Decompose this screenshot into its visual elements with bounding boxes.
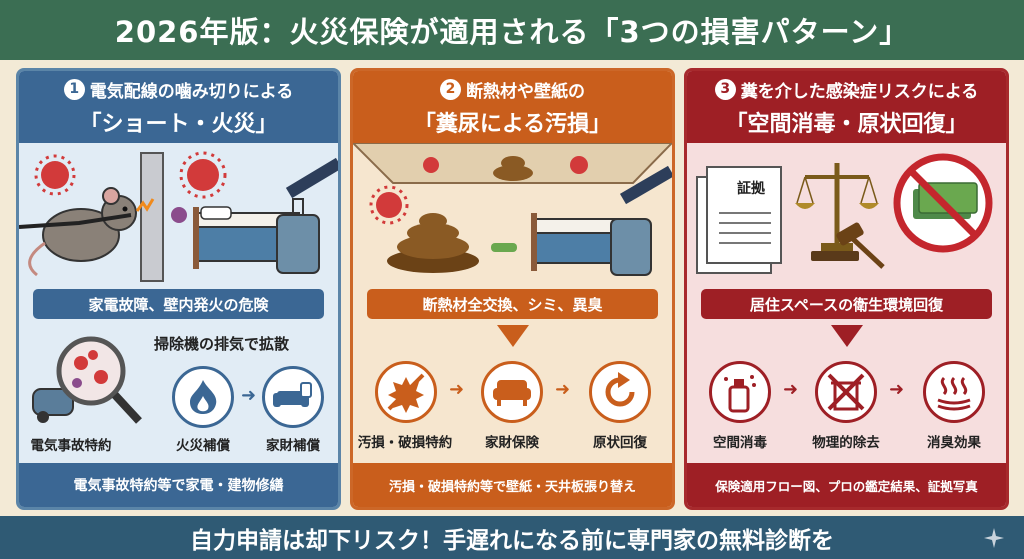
scene-illustration [696, 153, 993, 274]
panel-title-line1: 電気配線の噛み切りによる [89, 81, 294, 102]
suitcase-icon [610, 165, 672, 276]
panel-title-line1: 糞を介した感染症リスクによる [740, 81, 979, 102]
scales-icon [795, 163, 879, 251]
arrow-icon: ➜ [241, 385, 257, 406]
panel-number: 1 [63, 78, 85, 100]
restore-step [589, 361, 651, 423]
arrow-icon: ➜ [449, 379, 465, 400]
damage-band: 断熱材全交換、シミ、異臭 [367, 289, 658, 319]
sofa-step [262, 366, 324, 428]
restore-icon [605, 372, 635, 407]
stain-step [375, 361, 437, 423]
arrow-icon: ➜ [555, 379, 571, 400]
scene-illustration [353, 143, 672, 276]
arrow-icon: ➜ [783, 379, 799, 400]
bed-icon [531, 213, 634, 271]
step-label-1: 空間消毒 [713, 435, 767, 451]
panel-note: 汚損・破損特約等で壁紙・天井板張り替え [353, 463, 672, 507]
virus-icon [34, 151, 227, 223]
panel-contamination: 2 断熱材や壁紙の 「糞尿による汚損」 断熱材全交換、シミ、異 [350, 68, 675, 510]
step-label-3: 原状回復 [593, 435, 647, 451]
panel-title-line2: 「糞尿による汚損」 [413, 111, 612, 137]
panel-number: 3 [714, 78, 736, 100]
sofa-step [481, 361, 543, 423]
panel-header: 1 電気配線の噛み切りによる 「ショート・火災」 [19, 71, 338, 143]
gavel-icon [811, 222, 885, 269]
step-label-2: 物理的除去 [812, 435, 880, 451]
sofa-icon [273, 382, 312, 407]
down-arrow-icon [497, 325, 529, 347]
step-label-2: 火災補償 [176, 438, 230, 454]
footer-message: 自力申請は却下リスク！手遅れになる前に専門家の無料診断を [190, 527, 834, 554]
no-money-icon [893, 153, 993, 253]
scene-illustration [19, 151, 338, 282]
step-label-1: 汚損・破損特約 [357, 435, 453, 451]
panel-title-line1: 断熱材や壁紙の [466, 81, 585, 102]
panel-title-line2: 「空間消毒・原状回復」 [725, 111, 968, 137]
rat-icon [28, 187, 137, 277]
down-arrow-icon [831, 325, 863, 347]
panel-title-line2: 「ショート・火災」 [79, 111, 278, 137]
deodorize-icon [937, 376, 971, 411]
sparkle-icon [984, 528, 1004, 548]
step-label-3: 家財補償 [266, 438, 320, 454]
panel-disinfection: 3 糞を介した感染症リスクによる 「空間消毒・原状回復」 [684, 68, 1009, 510]
droppings-icon [387, 156, 533, 273]
arrow-icon: ➜ [889, 379, 905, 400]
page-footer: 自力申請は却下リスク！手遅れになる前に専門家の無料診断を [0, 516, 1024, 559]
stain-icon [387, 373, 425, 413]
document-label: 証拠 [737, 181, 765, 197]
fire-icon [190, 380, 217, 414]
hygiene-band: 居住スペースの衛生環境回復 [701, 289, 992, 319]
spray-icon [724, 375, 756, 413]
page-title: 2026年版：火災保険が適用される「3つの損害パターン」 [114, 15, 910, 49]
suitcase-icon [276, 157, 338, 274]
fire-step [172, 366, 234, 428]
vacuum-illustration [32, 336, 142, 424]
step-label-1: 電気事故特約 [30, 438, 112, 454]
deodorize-step [923, 361, 985, 423]
panel-note: 保険適用フロー図、プロの鑑定結果、証拠写真 [687, 463, 1006, 507]
removal-step [815, 361, 877, 423]
document-icon [696, 166, 782, 274]
panel-note: 電気事故特約等で家電・建物修繕 [19, 463, 338, 507]
exhaust-label: 掃除機の排気で拡散 [154, 335, 290, 353]
risk-band: 家電故障、壁内発火の危険 [33, 289, 324, 319]
panel-short-circuit: 1 電気配線の噛み切りによる 「ショート・火災」 [16, 68, 341, 510]
panel-number: 2 [440, 78, 461, 100]
page-header: 2026年版：火災保険が適用される「3つの損害パターン」 [0, 0, 1024, 60]
magnifier-icon [56, 336, 142, 424]
step-label-3: 消臭効果 [927, 435, 981, 451]
step-label-2: 家財保険 [485, 435, 539, 451]
sofa-icon [493, 380, 531, 406]
spray-step [709, 361, 771, 423]
panel-header: 2 断熱材や壁紙の 「糞尿による汚損」 [353, 71, 672, 143]
panel-header: 3 糞を介した感染症リスクによる 「空間消毒・原状回復」 [687, 71, 1006, 143]
removal-icon [827, 373, 865, 411]
virus-icon [369, 156, 588, 252]
